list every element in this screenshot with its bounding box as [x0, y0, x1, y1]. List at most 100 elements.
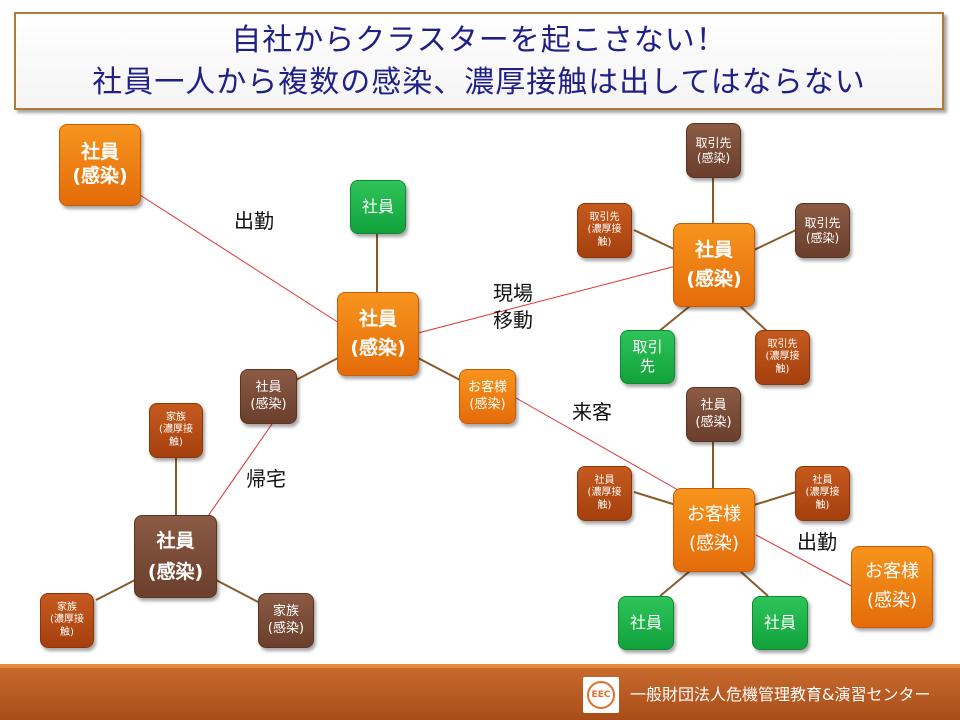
- node-return-employee-infected: 社員 (感染): [240, 369, 297, 424]
- node-family-left-contact: 家族 (濃厚接 触): [40, 593, 94, 648]
- organization-name: 一般財団法人危機管理教育&演習センター: [630, 685, 931, 704]
- node-label-line1: 社員: [694, 238, 733, 261]
- node-label-line2: (感染): [267, 620, 305, 636]
- node-label-line1: 取引先: [589, 211, 620, 223]
- node-label-line3: 触): [597, 499, 612, 511]
- node-partner-bottom-contact: 取引先 (濃厚接 触): [755, 330, 810, 385]
- link-customer-to-visit: [515, 397, 679, 491]
- node-label-line1: 取引先: [695, 135, 732, 150]
- node-center-customer-infected: お客様 (感染): [459, 369, 516, 424]
- node-label-line1: 取引: [632, 338, 663, 357]
- node-label-line1: 社員: [156, 530, 195, 553]
- node-label-line3: 触): [597, 236, 612, 248]
- node-label-line2: (感染): [350, 337, 406, 359]
- link-return-to-home: [207, 423, 273, 517]
- node-center-top-employee: 社員: [350, 180, 406, 234]
- node-label-line2: (濃厚接: [805, 487, 840, 499]
- node-label-line3: 触): [775, 363, 790, 375]
- link-center-customer: [417, 357, 461, 381]
- node-label-line2: (感染): [696, 150, 731, 165]
- node-visit-left-contact: 社員 (濃厚接 触): [577, 466, 632, 521]
- node-label-line2: (感染): [695, 414, 732, 430]
- node-label-line1: 取引先: [767, 338, 798, 350]
- node-label-line2: (濃厚接: [587, 224, 622, 236]
- node-partner-green: 取引 先: [620, 330, 675, 384]
- label-visit: 来客: [572, 400, 612, 424]
- node-label-line1: 家族: [166, 411, 186, 423]
- node-visit-customer-infected: お客様 (感染): [673, 488, 755, 572]
- node-label-line3: 触): [60, 626, 74, 638]
- link-visit-left: [633, 491, 677, 506]
- node-far-customer-infected: お客様 (感染): [851, 546, 933, 628]
- node-site-employee-infected: 社員 (感染): [673, 223, 755, 307]
- link-site-left: [633, 229, 677, 251]
- node-label-line2: (濃厚接: [765, 351, 800, 363]
- link-site-green: [657, 305, 691, 333]
- node-label-line1: 家族: [272, 604, 299, 620]
- node-label-line3: 触): [169, 436, 183, 448]
- label-commute-top: 出勤: [234, 209, 274, 233]
- node-label-line2: (感染): [469, 396, 506, 412]
- node-label-line1: 社員: [629, 613, 662, 632]
- link-site-bottom: [739, 305, 769, 333]
- node-label-line2: (濃厚接: [587, 487, 622, 499]
- node-label-line2: (感染): [72, 165, 128, 187]
- logo-mark: EEC: [587, 681, 615, 709]
- node-family-top-contact: 家族 (濃厚接 触): [149, 403, 203, 458]
- label-go-home: 帰宅: [246, 467, 286, 491]
- node-label-line2: (濃厚接: [50, 614, 84, 626]
- node-visit-green-left: 社員: [618, 596, 674, 650]
- node-label-line1: 取引先: [804, 215, 841, 230]
- link-center-to-site: [417, 265, 677, 334]
- node-visit-right-contact: 社員 (濃厚接 触): [795, 466, 850, 521]
- footer-bar: [0, 664, 960, 720]
- node-label-line2: (感染): [805, 230, 840, 245]
- link-visit-right: [753, 491, 797, 506]
- node-label-line2: (感染): [686, 268, 742, 290]
- node-visit-top-employee: 社員 (感染): [686, 387, 741, 442]
- node-left-employee-infected: 社員 (感染): [59, 124, 141, 206]
- node-label-line1: 社員: [700, 398, 727, 414]
- node-center-employee-infected: 社員 (感染): [337, 292, 419, 376]
- node-partner-right-infected: 取引先 (感染): [795, 203, 850, 258]
- node-label-line2: (感染): [688, 533, 740, 554]
- node-label-line3: 触): [815, 499, 830, 511]
- node-label-line1: 社員: [594, 474, 615, 486]
- node-home-employee-infected: 社員 (感染): [134, 515, 217, 598]
- link-visit-to-far: [755, 534, 856, 589]
- node-label-line1: お客様: [687, 504, 741, 526]
- title-box: 自社からクラスターを起こさない！ 社員一人から複数の感染、濃厚接触は出してはなら…: [14, 12, 944, 110]
- title-line-1: 自社からクラスターを起こさない！: [231, 23, 727, 58]
- link-home-family-left: [95, 579, 136, 601]
- node-partner-left-contact: 取引先 (濃厚接 触): [577, 203, 632, 258]
- link-home-family-right: [215, 579, 259, 603]
- label-site-move-1: 現場: [493, 281, 533, 305]
- link-visit-green-right: [739, 570, 769, 597]
- link-site-right: [753, 229, 797, 251]
- node-label-line2: (感染): [147, 560, 204, 583]
- link-left-to-center: [139, 194, 351, 331]
- title-line-2: 社員一人から複数の感染、濃厚接触は出してはならない: [92, 65, 866, 100]
- node-partner-top-infected: 取引先 (感染): [686, 123, 741, 178]
- node-label-line1: 社員: [812, 474, 833, 486]
- link-visit-green-left: [659, 570, 691, 597]
- label-site-move-2: 移動: [493, 308, 533, 332]
- node-label-line1: 社員: [358, 307, 397, 330]
- node-label-line1: 社員: [763, 613, 796, 632]
- node-label-line2: (濃厚接: [159, 424, 193, 436]
- label-commute-right: 出勤: [797, 530, 837, 554]
- node-label-line1: 社員: [80, 141, 119, 164]
- node-label-line1: 家族: [57, 601, 77, 613]
- node-label-line2: (感染): [250, 396, 287, 412]
- node-family-right-infected: 家族 (感染): [258, 593, 314, 648]
- node-label-line1: 社員: [255, 380, 282, 396]
- node-label-line1: お客様: [865, 561, 919, 583]
- link-center-return: [295, 357, 339, 381]
- node-label-line1: お客様: [467, 380, 507, 396]
- organization-logo: EEC: [583, 677, 619, 713]
- node-visit-green-right: 社員: [752, 596, 808, 650]
- node-label-line2: (感染): [866, 590, 918, 611]
- node-label-line1: 社員: [361, 197, 394, 216]
- node-label-line2: 先: [639, 357, 655, 375]
